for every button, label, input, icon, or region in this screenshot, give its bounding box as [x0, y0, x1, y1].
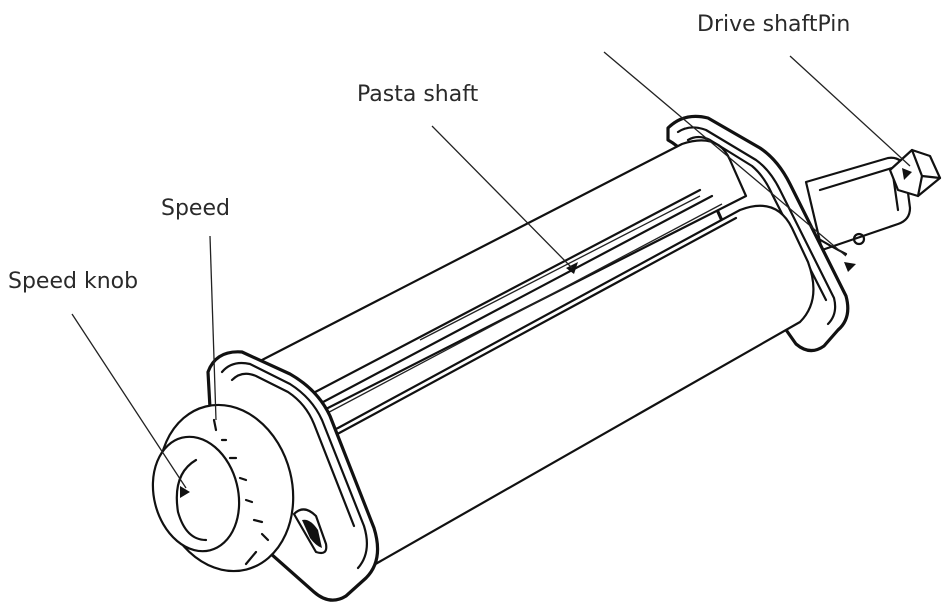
leader-drive-shaft [603, 51, 847, 257]
leader-speed-knob [71, 313, 187, 489]
drive-shaft-pin-label: Drive shaftPin [697, 12, 851, 37]
leader-drive-shaft-pin [789, 55, 911, 167]
speed-dial-markings [212, 418, 270, 566]
drive-shaft-pin [844, 148, 942, 272]
leader-speed [209, 235, 217, 421]
roller-body [260, 139, 815, 572]
leader-pasta-shaft [431, 125, 573, 269]
drive-shaft-housing [804, 156, 912, 256]
pasta-shaft-label: Pasta shaft [357, 82, 479, 107]
speed-knob-label: Speed knob [8, 269, 139, 294]
leader-lines [71, 51, 911, 489]
speed-knob [151, 403, 295, 573]
speed-label: Speed [161, 196, 230, 221]
